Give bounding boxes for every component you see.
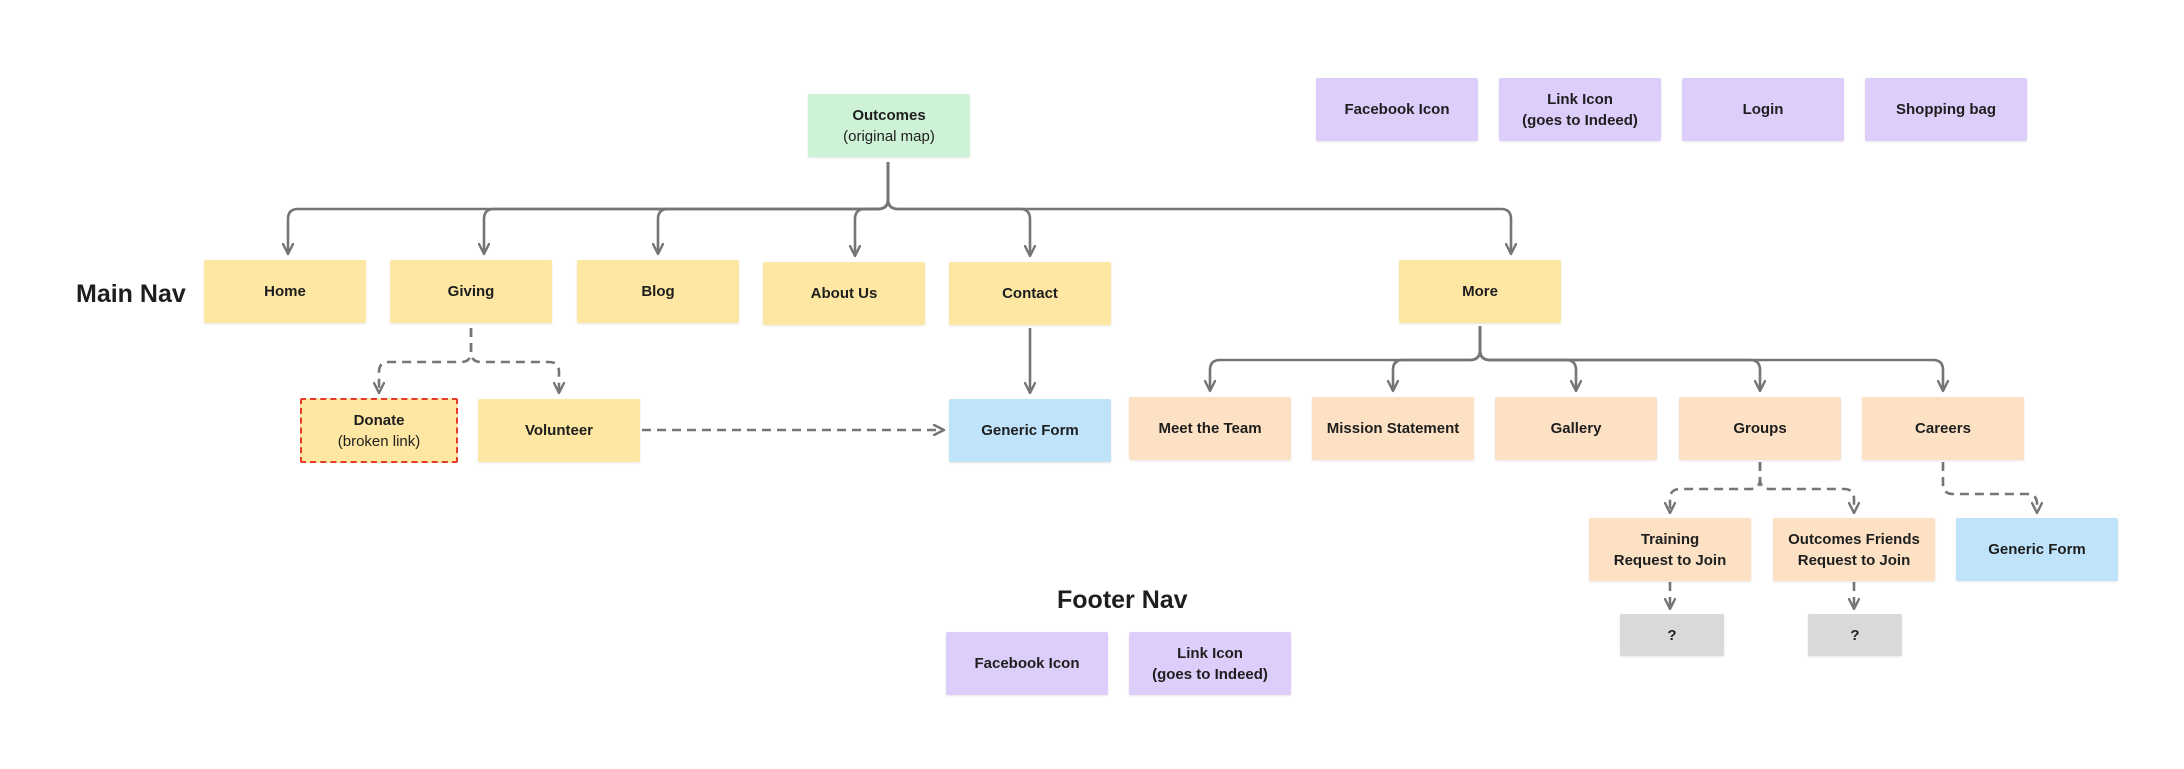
node-footer-link-icon-subtitle: (goes to Indeed) — [1152, 665, 1268, 683]
node-outcomes-friends-request-title: Outcomes Friends — [1788, 530, 1920, 548]
node-header-facebook-icon[interactable]: Facebook Icon — [1316, 78, 1478, 141]
node-donate[interactable]: Donate (broken link) — [300, 398, 458, 463]
node-unknown-training[interactable]: ? — [1620, 614, 1724, 656]
node-header-login[interactable]: Login — [1682, 78, 1844, 141]
node-about-us[interactable]: About Us — [763, 262, 925, 325]
node-donate-subtitle: (broken link) — [337, 432, 421, 450]
node-giving[interactable]: Giving — [390, 260, 552, 323]
node-mission-statement-label: Mission Statement — [1326, 420, 1460, 437]
node-careers-label: Careers — [1915, 420, 1971, 437]
edge-more-mission-statement — [1393, 326, 1482, 391]
node-unknown-friends[interactable]: ? — [1808, 614, 1902, 656]
edge-more-meet-the-team — [1210, 326, 1482, 391]
node-header-shopping-bag-label: Shopping bag — [1896, 101, 1996, 118]
node-header-facebook-icon-label: Facebook Icon — [1344, 101, 1450, 118]
node-meet-the-team-label: Meet the Team — [1158, 420, 1262, 437]
node-training-request-title: Training — [1640, 530, 1700, 548]
edge-outcomes-blog — [658, 162, 890, 254]
node-generic-form-careers-label: Generic Form — [1988, 541, 2086, 558]
node-outcomes-friends-request[interactable]: Outcomes Friends Request to Join — [1773, 518, 1935, 581]
node-careers[interactable]: Careers — [1862, 397, 2024, 460]
node-header-link-icon[interactable]: Link Icon (goes to Indeed) — [1499, 78, 1661, 141]
node-groups[interactable]: Groups — [1679, 397, 1841, 460]
node-home-label: Home — [264, 283, 306, 300]
edge-giving-volunteer — [469, 328, 559, 393]
footer-nav-label: Footer Nav — [1057, 586, 1188, 614]
node-unknown-friends-label: ? — [1850, 626, 1860, 644]
node-giving-label: Giving — [447, 283, 495, 300]
edge-careers-generic-form — [1941, 462, 2037, 513]
node-blog[interactable]: Blog — [577, 260, 739, 323]
node-footer-facebook-icon[interactable]: Facebook Icon — [946, 632, 1108, 695]
node-home[interactable]: Home — [204, 260, 366, 323]
node-footer-link-icon[interactable]: Link Icon (goes to Indeed) — [1129, 632, 1291, 695]
edge-groups-outcomes-friends — [1758, 462, 1854, 513]
node-gallery[interactable]: Gallery — [1495, 397, 1657, 460]
node-header-shopping-bag[interactable]: Shopping bag — [1865, 78, 2027, 141]
node-footer-link-icon-title: Link Icon — [1177, 644, 1243, 662]
edge-groups-training — [1670, 462, 1762, 513]
node-more-label: More — [1462, 283, 1498, 300]
node-mission-statement[interactable]: Mission Statement — [1312, 397, 1474, 460]
node-training-request-subtitle: Request to Join — [1613, 551, 1727, 569]
node-header-link-icon-title: Link Icon — [1547, 90, 1613, 108]
node-meet-the-team[interactable]: Meet the Team — [1129, 397, 1291, 460]
node-donate-title: Donate — [353, 411, 405, 429]
node-generic-form-contact-label: Generic Form — [981, 422, 1079, 439]
node-outcomes-friends-request-subtitle: Request to Join — [1797, 551, 1911, 569]
node-outcomes[interactable]: Outcomes (original map) — [808, 94, 970, 157]
node-footer-facebook-icon-label: Facebook Icon — [974, 655, 1080, 672]
node-header-link-icon-subtitle: (goes to Indeed) — [1522, 111, 1638, 129]
node-training-request[interactable]: Training Request to Join — [1589, 518, 1751, 581]
edge-more-gallery — [1478, 326, 1576, 391]
node-gallery-label: Gallery — [1550, 420, 1602, 437]
node-about-us-label: About Us — [810, 285, 878, 302]
edge-outcomes-about-us — [855, 162, 890, 256]
node-volunteer[interactable]: Volunteer — [478, 399, 640, 462]
edge-more-careers — [1478, 326, 1943, 391]
edge-more-groups — [1478, 326, 1760, 391]
node-outcomes-title: Outcomes — [852, 106, 926, 124]
node-generic-form-contact[interactable]: Generic Form — [949, 399, 1111, 462]
node-contact[interactable]: Contact — [949, 262, 1111, 325]
node-contact-label: Contact — [1002, 285, 1058, 302]
main-nav-label: Main Nav — [76, 280, 186, 308]
node-blog-label: Blog — [641, 283, 675, 300]
edge-outcomes-more — [886, 162, 1511, 254]
node-outcomes-subtitle: (original map) — [843, 127, 935, 145]
node-unknown-training-label: ? — [1667, 626, 1677, 644]
node-more[interactable]: More — [1399, 260, 1561, 323]
edge-giving-donate — [379, 328, 473, 393]
node-volunteer-label: Volunteer — [524, 422, 594, 439]
node-generic-form-careers[interactable]: Generic Form — [1956, 518, 2118, 581]
node-groups-label: Groups — [1733, 420, 1787, 437]
node-header-login-label: Login — [1742, 101, 1784, 118]
